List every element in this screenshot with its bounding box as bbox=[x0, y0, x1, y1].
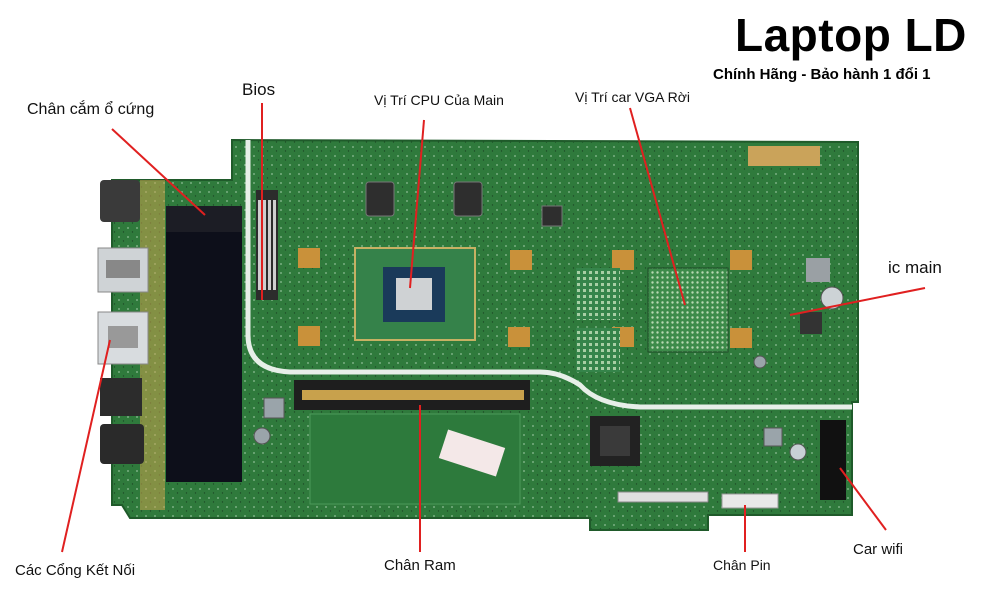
label-ic-main: ic main bbox=[888, 258, 942, 277]
audio-port bbox=[100, 180, 140, 222]
label-wifi: Car wifi bbox=[853, 541, 904, 558]
label-ram: Chân Ram bbox=[384, 557, 456, 574]
ic-main bbox=[800, 312, 822, 334]
hdd-connector bbox=[166, 206, 242, 482]
brand-subtitle: Chính Hãng - Bảo hành 1 đổi 1 bbox=[713, 66, 931, 83]
label-battery: Chân Pin bbox=[713, 557, 771, 573]
jack-port bbox=[100, 424, 144, 464]
label-ports: Các Cổng Kết Nối bbox=[15, 562, 136, 579]
cpu-socket bbox=[354, 247, 476, 341]
brand-title: Laptop LD bbox=[735, 9, 967, 61]
vram-1 bbox=[576, 268, 620, 320]
label-bios: Bios bbox=[242, 80, 276, 99]
label-hdd-connector: Chân cắm ổ cứng bbox=[27, 101, 155, 118]
battery-connector bbox=[721, 493, 779, 509]
label-cpu: Vị Trí CPU Của Main bbox=[374, 92, 504, 108]
vga-chip bbox=[647, 267, 729, 353]
vram-2 bbox=[576, 328, 620, 372]
wifi-connector bbox=[820, 420, 846, 500]
hdmi-port bbox=[100, 378, 142, 416]
label-vga: Vị Trí car VGA Rời bbox=[575, 89, 690, 105]
